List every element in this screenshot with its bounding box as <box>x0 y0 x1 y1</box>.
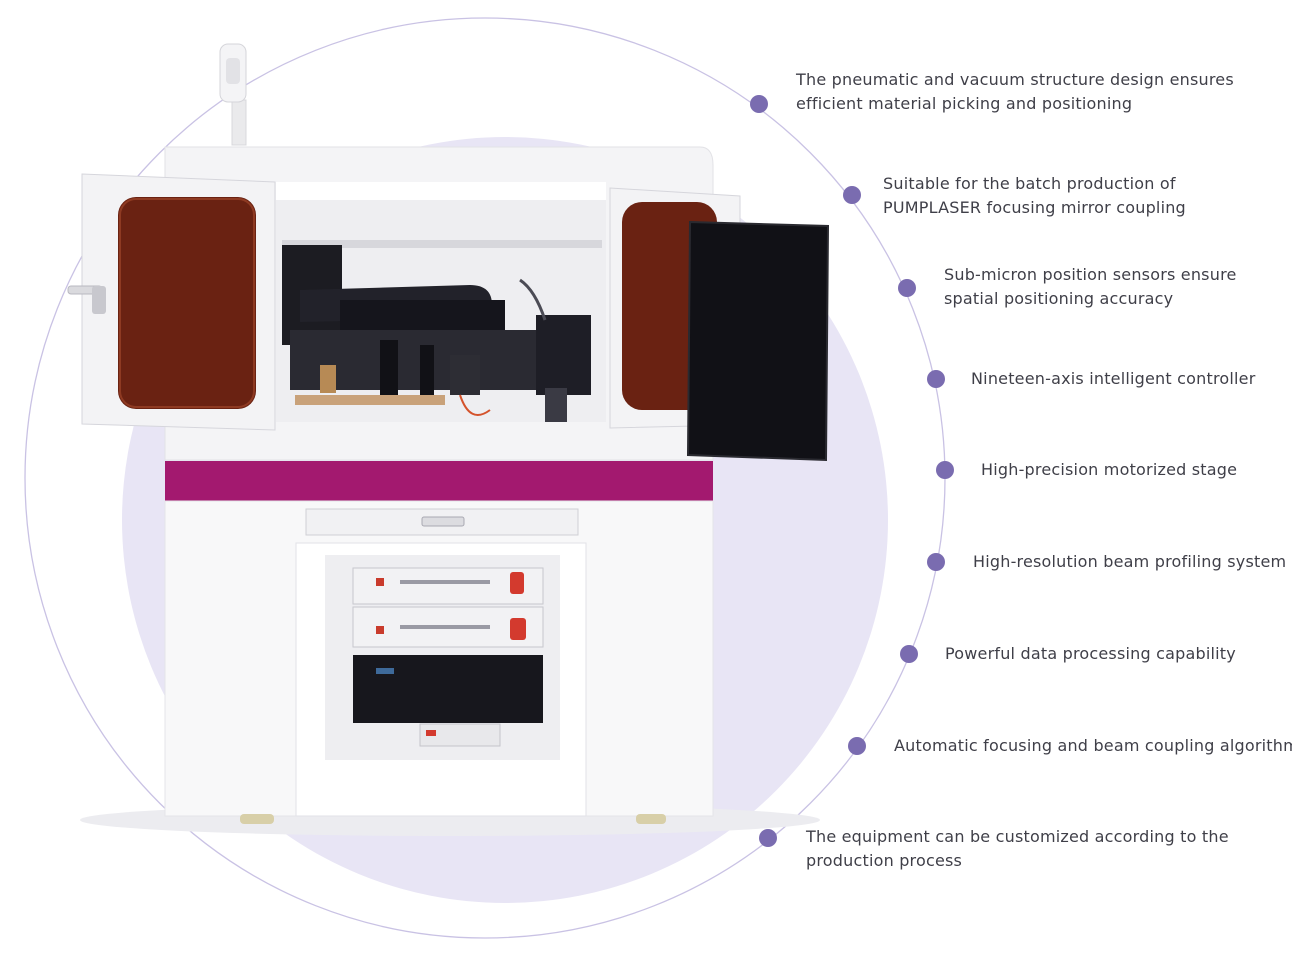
feature-text: High-precision motorized stage <box>981 460 1238 479</box>
feature-text: The equipment can be customized accordin… <box>806 827 1229 846</box>
circle-dot-icon <box>898 279 916 297</box>
left-door[interactable] <box>81 173 276 431</box>
door-latch-icon[interactable] <box>67 285 106 314</box>
circle-dot-icon <box>936 461 954 479</box>
feature-text: production process <box>806 851 963 870</box>
feature-text: The pneumatic and vacuum structure desig… <box>796 70 1234 89</box>
magenta-band <box>165 461 713 501</box>
feature-text: Sub-micron position sensors ensure <box>944 265 1237 284</box>
feature-text: Suitable for the batch production of <box>883 174 1176 193</box>
circle-dot-icon <box>750 95 768 113</box>
equipment-rack <box>352 567 544 747</box>
camera-icon <box>219 43 247 146</box>
feature-text: PUMPLASER focusing mirror coupling <box>883 198 1186 217</box>
right-door-panel[interactable] <box>686 220 830 462</box>
circle-dot-icon <box>900 645 918 663</box>
drawer-handle-icon[interactable] <box>421 516 465 527</box>
feature-text: spatial positioning accuracy <box>944 289 1174 308</box>
feature-text: Powerful data processing capability <box>945 644 1236 663</box>
foot-left <box>240 814 274 824</box>
circle-dot-icon <box>927 370 945 388</box>
feature-text: efficient material picking and positioni… <box>796 94 1133 113</box>
feature-text: High-resolution beam profiling system <box>973 552 1287 571</box>
circle-dot-icon <box>848 737 866 755</box>
foot-right <box>636 814 666 824</box>
circle-dot-icon <box>927 553 945 571</box>
left-door-window <box>118 197 256 409</box>
circle-dot-icon <box>843 186 861 204</box>
circle-dot-icon <box>759 829 777 847</box>
work-chamber <box>276 182 606 422</box>
feature-text: Automatic focusing and beam coupling alg… <box>894 736 1292 755</box>
feature-text: Nineteen-axis intelligent controller <box>971 369 1256 388</box>
